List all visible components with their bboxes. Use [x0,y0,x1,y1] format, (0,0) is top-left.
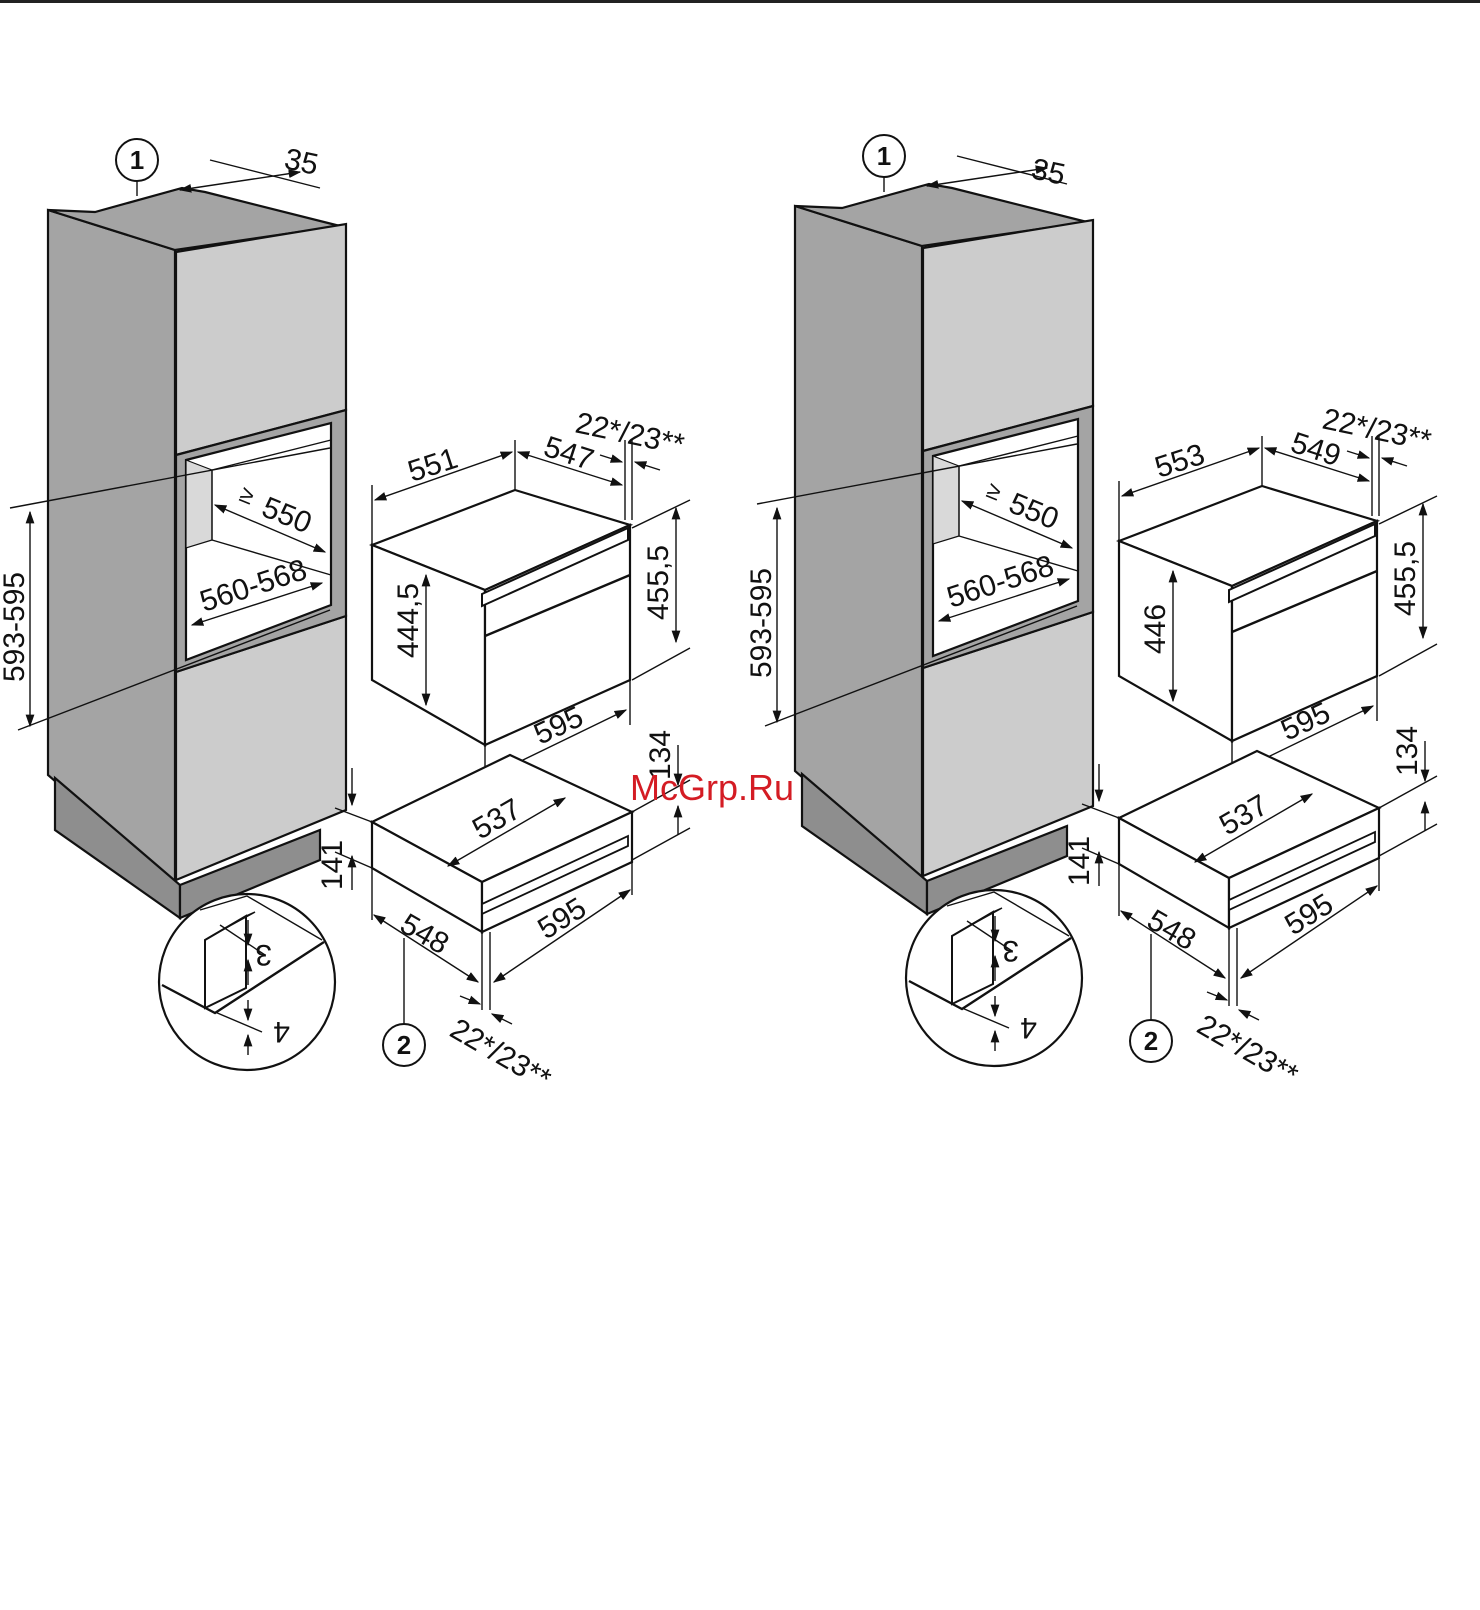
dim-appliance-width-back: 553 [1151,438,1209,485]
callout-cabinet: 1 [877,141,891,171]
dim-drawer-height-left: 141 [1063,836,1096,886]
dim-drawer-front-offset: 22*/23** [1192,1008,1304,1092]
dim-detail-top-gap: 3 [1002,934,1019,967]
dim-appliance-height-back: 444,5 [392,583,425,658]
figure-left [10,139,690,1070]
dim-detail-top-gap: 3 [255,938,272,971]
dim-niche-height: 593-595 [0,572,31,682]
watermark: McGrp.Ru [630,767,794,808]
dim-appliance-height-back: 446 [1139,604,1172,654]
dim-appliance-height-front: 455,5 [1389,541,1422,616]
callout-drawer: 2 [1144,1026,1158,1056]
dim-niche-height: 593-595 [745,568,778,678]
dim-drawer-height-left: 141 [316,840,349,890]
dim-appliance-height-front: 455,5 [642,545,675,620]
callout-cabinet: 1 [130,145,144,175]
dim-top-depth: 35 [1029,153,1069,192]
dim-drawer-height-right: 134 [1391,726,1424,776]
dim-detail-bottom-gap: 4 [1020,1011,1037,1044]
dim-drawer-front-offset: 22*/23** [445,1012,557,1096]
callout-drawer: 2 [397,1030,411,1060]
dim-appliance-width-back: 551 [404,442,462,489]
dim-top-depth: 35 [282,143,322,182]
dim-detail-bottom-gap: 4 [273,1015,290,1048]
figure-right [757,135,1437,1066]
